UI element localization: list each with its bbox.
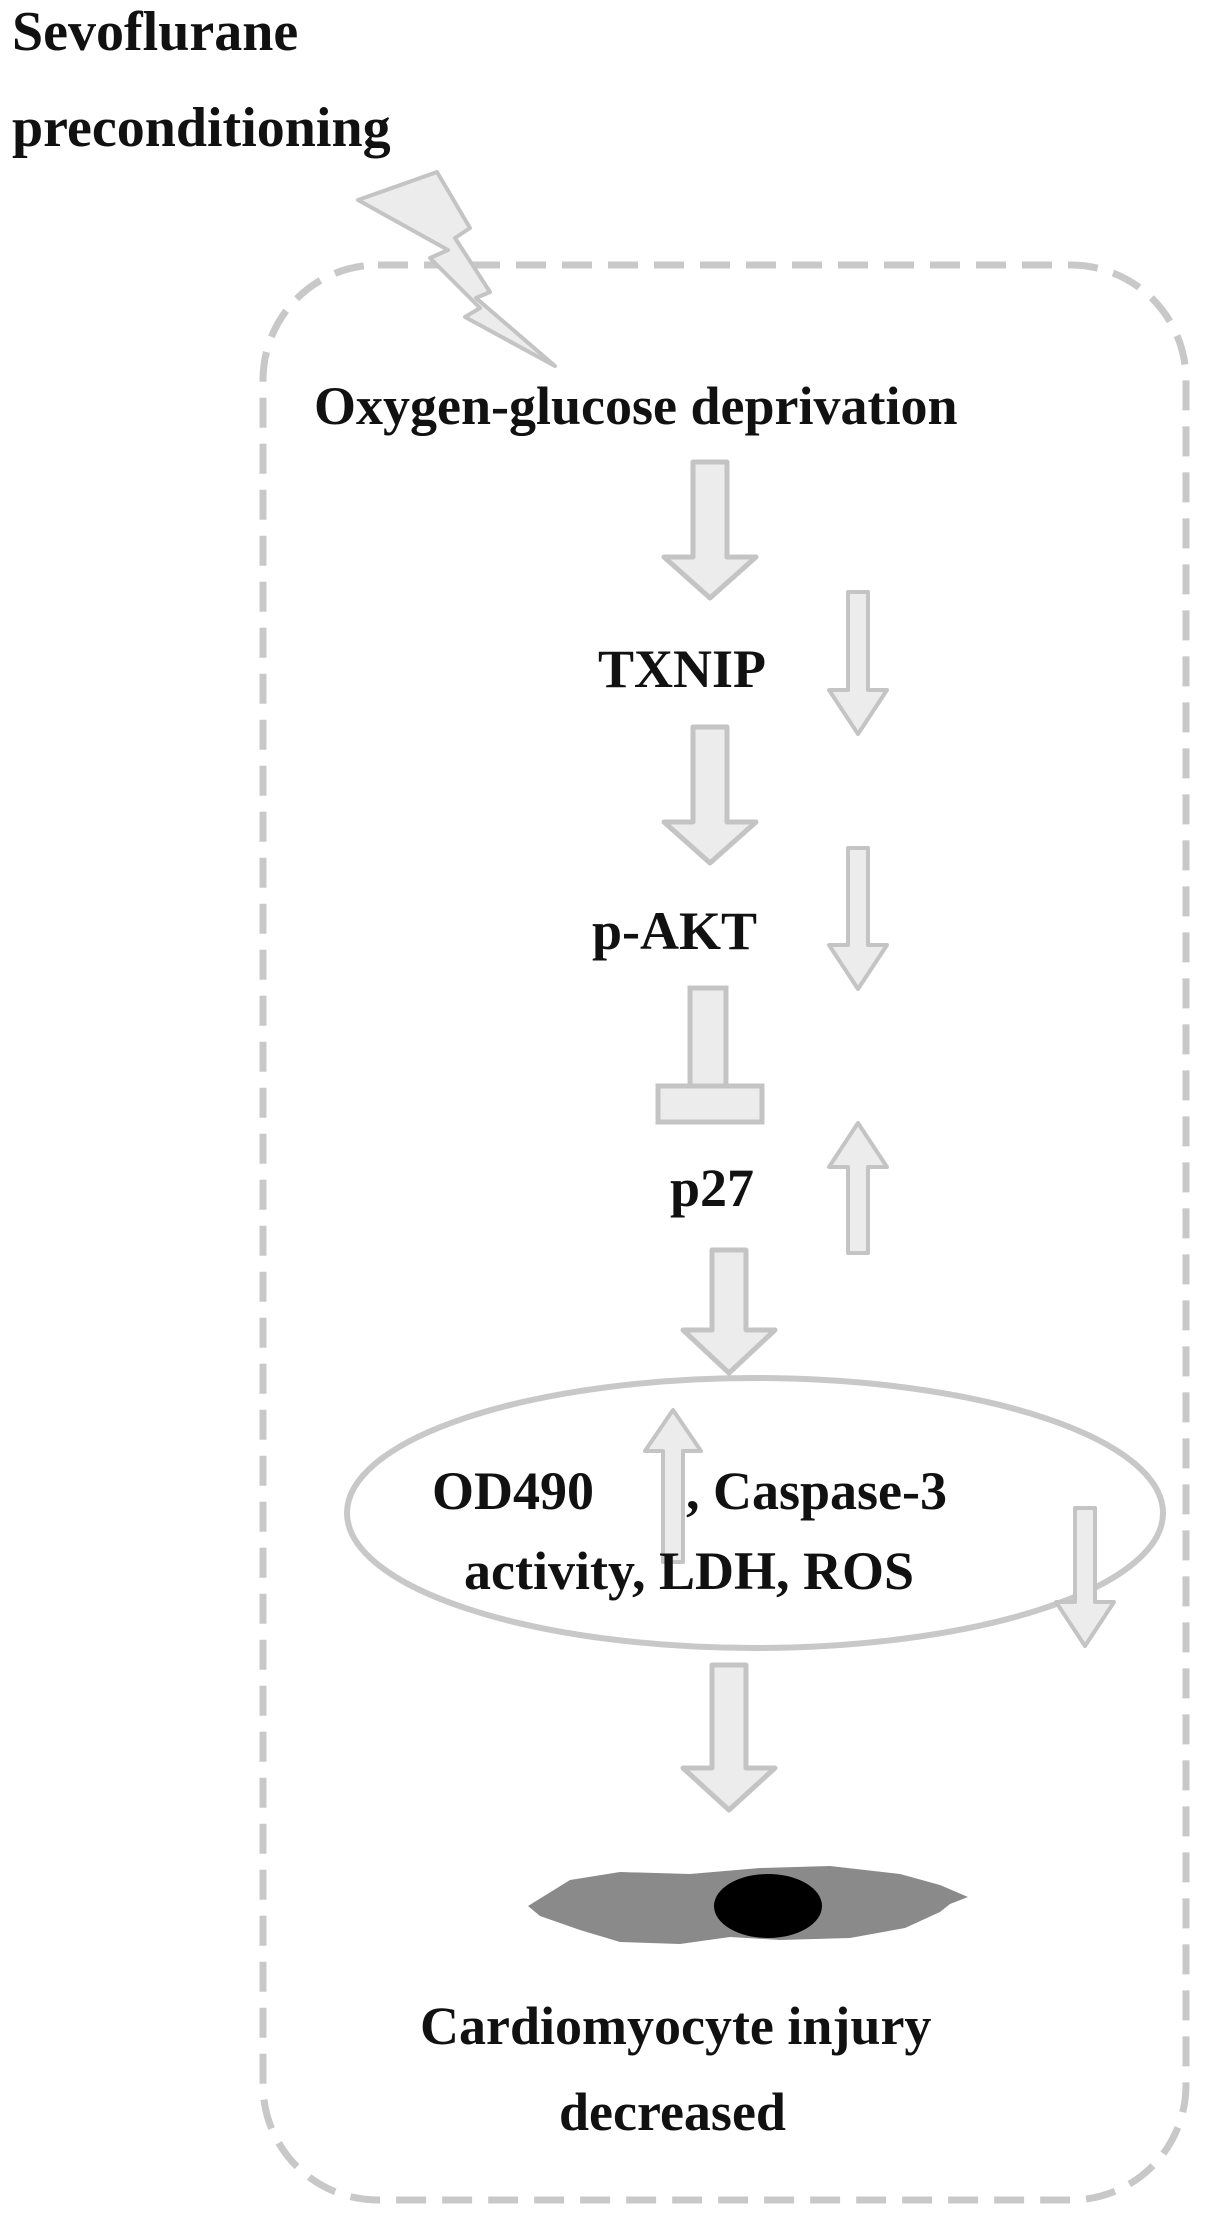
txnip-label: TXNIP bbox=[598, 639, 766, 699]
txnip-to-pakt-arrow bbox=[661, 724, 759, 866]
activity-ldh-ros-label: activity, LDH, ROS bbox=[464, 1541, 914, 1601]
markers-ellipse bbox=[344, 1375, 1166, 1651]
ogd-to-txnip-arrow bbox=[661, 459, 759, 601]
trigger-label-line1: Sevoflurane bbox=[12, 1, 298, 63]
markers-down-arrow-icon bbox=[1054, 1506, 1116, 1648]
outcome-label-line2: decreased bbox=[559, 2082, 786, 2142]
trigger-label-line2: preconditioning bbox=[12, 97, 391, 159]
cardiomyocyte-cell-icon bbox=[528, 1866, 968, 1944]
pakt-label: p-AKT bbox=[592, 901, 757, 961]
od490-up-arrow-icon bbox=[643, 1408, 703, 1564]
inhibition-bar-head bbox=[655, 1083, 765, 1125]
outcome-label-line1: Cardiomyocyte injury bbox=[420, 1996, 931, 2056]
dashed-cell-boundary bbox=[259, 261, 1190, 2204]
cell-nucleus bbox=[714, 1874, 822, 1938]
od490-label: OD490 bbox=[432, 1461, 594, 1521]
ogd-label: Oxygen-glucose deprivation bbox=[314, 376, 958, 436]
txnip-down-arrow-icon bbox=[827, 590, 889, 736]
markers-to-outcome-arrow bbox=[680, 1662, 778, 1813]
p27-label: p27 bbox=[670, 1158, 754, 1218]
pakt-down-arrow-icon bbox=[827, 846, 889, 991]
p27-up-arrow-icon bbox=[827, 1121, 889, 1255]
lightning-bolt-icon bbox=[356, 170, 557, 368]
p27-to-markers-arrow bbox=[680, 1247, 778, 1376]
inhibition-bar-stem bbox=[687, 985, 729, 1091]
caspase3-label: , Caspase-3 bbox=[686, 1461, 947, 1521]
